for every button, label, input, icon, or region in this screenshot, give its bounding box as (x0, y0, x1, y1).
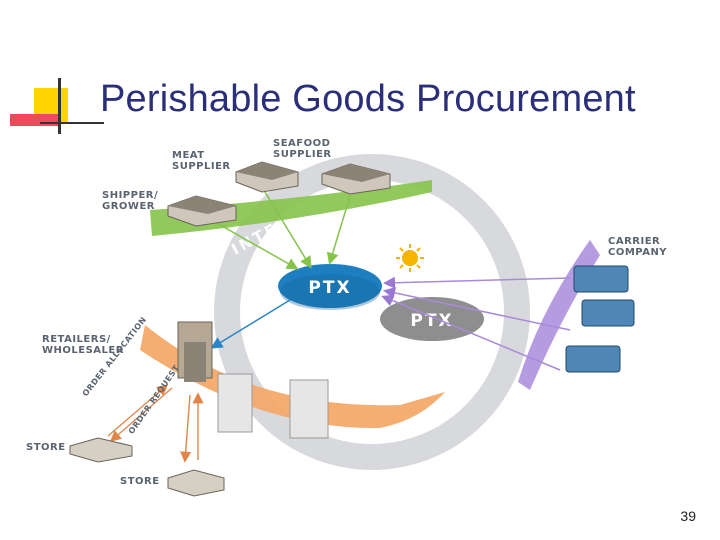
ptx-to-retailer-arrow (210, 299, 291, 349)
sun-icon (396, 244, 424, 272)
store-bottom-icon (167, 469, 225, 497)
supplier-arrows (214, 191, 351, 270)
slide-title: Perishable Goods Procurement (100, 78, 636, 120)
retailer-tower-icon (177, 321, 213, 382)
label-carrier-company: CARRIER COMPANY (608, 236, 668, 258)
store-left-icon (69, 437, 133, 463)
internet-ring (214, 154, 530, 470)
title-decoration (10, 78, 104, 134)
ptx-hub-primary[interactable] (278, 264, 382, 308)
shipper-building-icon (167, 195, 237, 227)
label-meat-supplier: MEAT SUPPLIER (172, 150, 231, 172)
label-seafood-supplier: SEAFOOD SUPPLIER (273, 138, 332, 160)
truck-icon (565, 265, 635, 373)
ptx-hub-secondary-label: PTX (410, 311, 453, 331)
label-store-bottom: STORE (120, 476, 160, 487)
label-store-left: STORE (26, 442, 66, 453)
label-shipper-grower: SHIPPER/ GROWER (102, 190, 159, 212)
meat-building-icon (235, 161, 299, 193)
seafood-building-icon (321, 163, 391, 195)
carrier-arrows (381, 276, 571, 371)
label-retailers-wholesaler: RETAILERS/ WHOLESALER (42, 334, 124, 356)
ptx-hub-primary-label: PTX (308, 278, 351, 298)
page-number: 39 (680, 508, 696, 524)
office-tower-icon (217, 373, 253, 433)
ptx-hub-secondary[interactable] (380, 297, 484, 341)
office-tower-icon-2 (289, 379, 329, 439)
order-arrows (107, 384, 204, 463)
